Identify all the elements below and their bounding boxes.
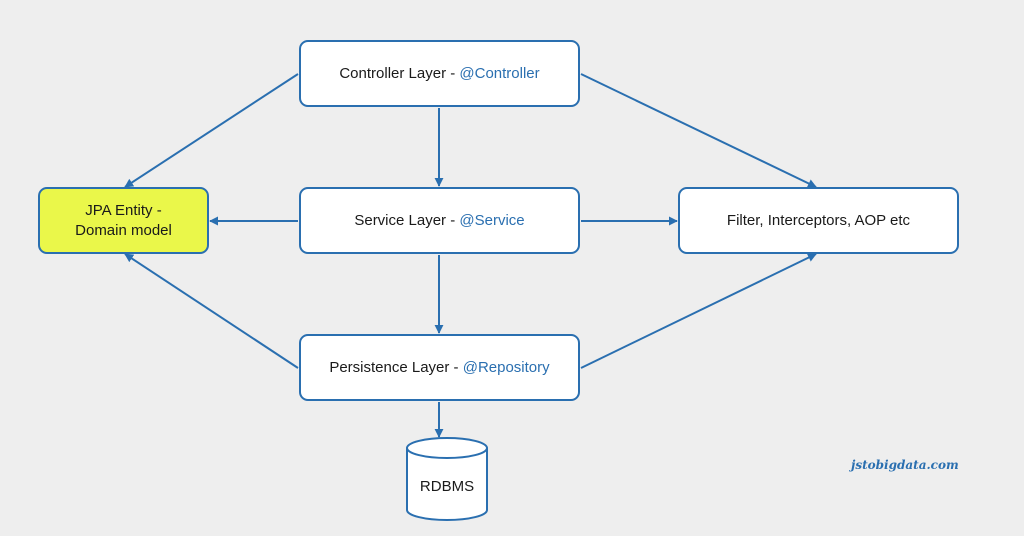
persistence-layer-label: Persistence Layer -: [329, 358, 463, 376]
jpa-entity-node: JPA Entity - Domain model: [38, 187, 209, 254]
rdbms-label: RDBMS: [419, 478, 475, 495]
persistence-layer-node: Persistence Layer - @Repository: [299, 334, 580, 401]
service-layer-label: Service Layer -: [354, 211, 460, 229]
filter-interceptors-label: Filter, Interceptors, AOP etc: [726, 211, 911, 229]
arrow-controller-to-filter: [580, 73, 817, 188]
controller-layer-node: Controller Layer - @Controller: [299, 40, 580, 107]
arrow-persistence-to-entity: [124, 253, 299, 369]
edge-layer: [124, 73, 817, 438]
arrow-controller-to-entity: [124, 73, 299, 188]
service-layer-node: Service Layer - @Service: [299, 187, 580, 254]
controller-annotation: @Controller: [459, 64, 540, 82]
controller-layer-label: Controller Layer -: [339, 64, 460, 82]
watermark: jstobigdata.com: [851, 458, 959, 472]
arrow-persistence-to-filter: [580, 253, 817, 369]
service-annotation: @Service: [459, 211, 525, 229]
jpa-entity-label: JPA Entity -: [85, 201, 162, 219]
repository-annotation: @Repository: [462, 358, 550, 376]
rdbms-cylinder: [406, 437, 488, 521]
domain-model-label: Domain model: [75, 221, 172, 239]
filter-interceptors-node: Filter, Interceptors, AOP etc: [678, 187, 959, 254]
